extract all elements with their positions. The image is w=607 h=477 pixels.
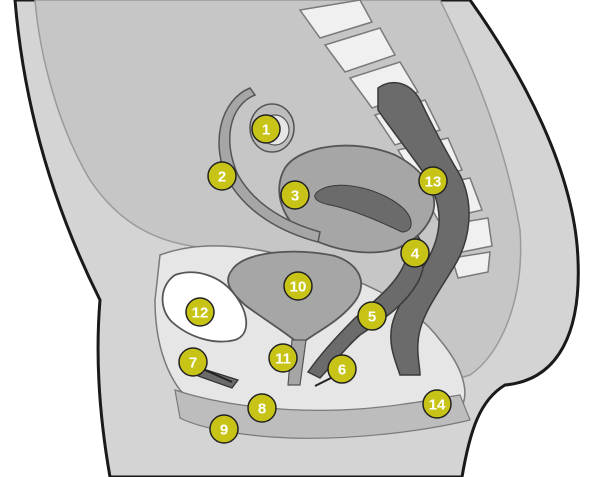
marker-1-label: 1 bbox=[262, 122, 270, 139]
marker-11: 11 bbox=[269, 344, 297, 372]
marker-13-label: 13 bbox=[425, 174, 442, 191]
marker-11-label: 11 bbox=[275, 351, 291, 368]
marker-3-label: 3 bbox=[291, 188, 299, 205]
marker-14-label: 14 bbox=[429, 397, 446, 414]
marker-13: 13 bbox=[419, 167, 447, 195]
marker-4-label: 4 bbox=[411, 246, 420, 263]
marker-5: 5 bbox=[358, 302, 386, 330]
marker-10-label: 10 bbox=[290, 279, 307, 296]
marker-1: 1 bbox=[252, 115, 280, 143]
marker-6-label: 6 bbox=[338, 362, 346, 379]
marker-12: 12 bbox=[186, 298, 214, 326]
marker-4: 4 bbox=[401, 239, 429, 267]
marker-8: 8 bbox=[248, 394, 276, 422]
marker-7: 7 bbox=[179, 348, 207, 376]
marker-7-label: 7 bbox=[189, 355, 197, 372]
marker-9-label: 9 bbox=[220, 422, 228, 439]
marker-9: 9 bbox=[210, 415, 238, 443]
marker-2: 2 bbox=[208, 162, 236, 190]
marker-8-label: 8 bbox=[258, 401, 266, 418]
marker-5-label: 5 bbox=[368, 309, 376, 326]
marker-2-label: 2 bbox=[218, 169, 226, 186]
marker-6: 6 bbox=[328, 355, 356, 383]
marker-12-label: 12 bbox=[192, 305, 209, 322]
marker-10: 10 bbox=[284, 272, 312, 300]
marker-3: 3 bbox=[281, 181, 309, 209]
marker-14: 14 bbox=[423, 390, 451, 418]
